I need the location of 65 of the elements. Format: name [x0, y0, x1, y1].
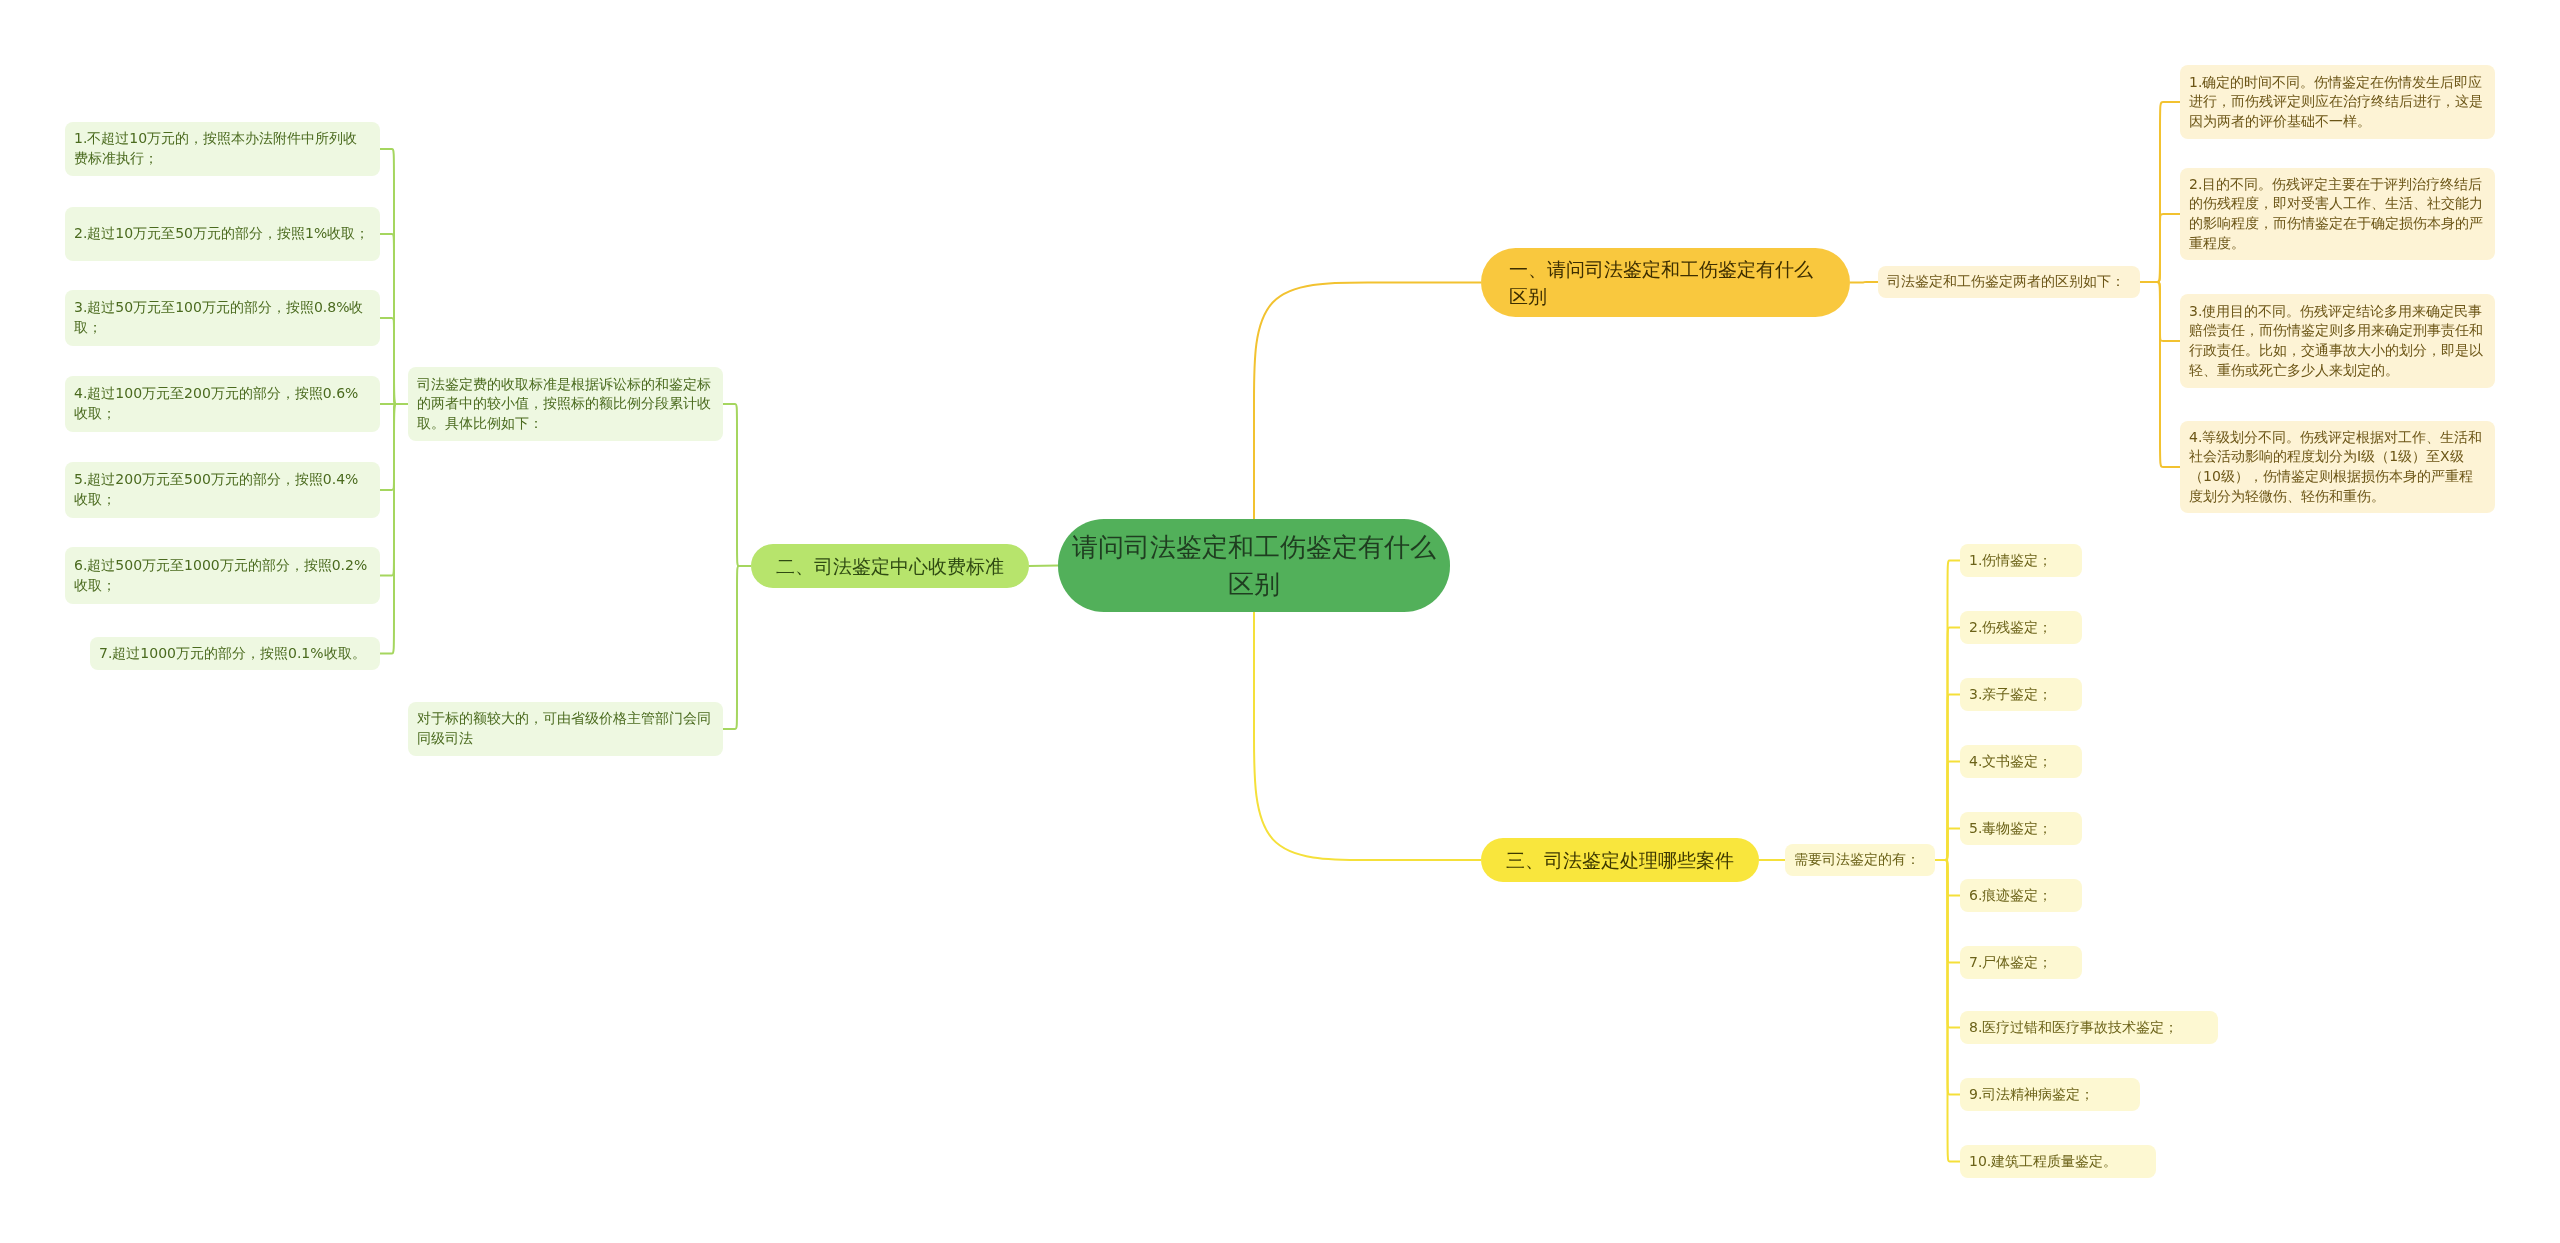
- topic-text: 3.亲子鉴定；: [1969, 684, 2053, 704]
- subtopic-box: [408, 367, 723, 441]
- subtopic-box: [2180, 65, 2495, 139]
- topic-text: 5.超过200万元至500万元的部分，按照0.4%收取；: [74, 470, 360, 509]
- subtopic-box: [1960, 745, 2082, 778]
- connector-line: [1028, 564, 1059, 567]
- topic-text: 10.建筑工程质量鉴定。: [1969, 1151, 2118, 1171]
- subtopic-box: [1960, 611, 2082, 644]
- branch-topic: [1481, 838, 1759, 882]
- topic-text: 3.超过50万元至100万元的部分，按照0.8%收取；: [74, 298, 365, 337]
- topic-text: 请问司法鉴定和工伤鉴定有什么区别: [1071, 531, 1437, 601]
- topic-text: 4.超过100万元至200万元的部分，按照0.6%收取；: [74, 384, 360, 423]
- connector-line: [2139, 281, 2181, 468]
- subtopic-box: [2180, 294, 2495, 388]
- subtopic-box: [65, 376, 380, 432]
- topic-text: 对于标的额较大的，可由省级价格主管部门会同同级司法: [417, 709, 712, 748]
- connector-line: [379, 403, 409, 655]
- connector-line: [1758, 859, 1786, 861]
- topic-text: 1.伤情鉴定；: [1969, 550, 2053, 570]
- subtopic-box: [1960, 678, 2082, 711]
- subtopic-box: [65, 547, 380, 604]
- topic-text: 2.目的不同。伤残评定主要在于评判治疗终结后的伤残程度，即对受害人工作、生活、社交能力的影响程度，而伤情鉴定在于确定损伤本身的严重程度。: [2189, 174, 2484, 253]
- subtopic-box: [65, 462, 380, 518]
- subtopic-box: [1960, 879, 2082, 912]
- subtopic-box: [65, 290, 380, 346]
- branch-topic: [751, 544, 1029, 588]
- subtopic-box: [1785, 844, 1935, 876]
- topic-text: 5.毒物鉴定；: [1969, 818, 2053, 838]
- topic-text: 2.伤残鉴定；: [1969, 617, 2053, 637]
- topic-text: 2.超过10万元至50万元的部分，按照1%收取；: [74, 224, 370, 244]
- subtopic-box: [2180, 421, 2495, 513]
- topic-text: 8.医疗过错和医疗事故技术鉴定；: [1969, 1017, 2179, 1037]
- connector-line: [1253, 281, 1482, 520]
- subtopic-box: [1960, 1078, 2140, 1111]
- subtopic-box: [90, 637, 380, 670]
- connector-line: [1849, 281, 1879, 284]
- subtopic-box: [65, 207, 380, 261]
- topic-text: 1.不超过10万元的，按照本办法附件中所列收费标准执行；: [74, 129, 359, 168]
- topic-text: 6.痕迹鉴定；: [1969, 885, 2053, 905]
- topic-text: 需要司法鉴定的有：: [1794, 850, 1920, 870]
- subtopic-box: [1878, 266, 2140, 298]
- topic-text: 三、司法鉴定处理哪些案件: [1506, 847, 1734, 873]
- topic-text: 3.使用目的不同。伤残评定结论多用来确定民事赔偿责任，而伤情鉴定则多用来确定刑事责任和行政责任。比如，交通事故大小的划分，即是以轻、重伤或死亡多少人来划定的。: [2189, 301, 2484, 380]
- subtopic-box: [65, 122, 380, 176]
- subtopic-box: [408, 702, 723, 756]
- topic-text: 9.司法精神病鉴定；: [1969, 1084, 2095, 1104]
- subtopic-box: [1960, 1145, 2156, 1178]
- connector-line: [1253, 611, 1482, 861]
- topic-text: 6.超过500万元至1000万元的部分，按照0.2%收取；: [74, 555, 369, 595]
- topic-text: 二、司法鉴定中心收费标准: [776, 553, 1004, 579]
- topic-text: 司法鉴定和工伤鉴定两者的区别如下：: [1887, 272, 2125, 292]
- subtopic-box: [1960, 946, 2082, 979]
- topic-text: 4.等级划分不同。伤残评定根据对工作、生活和社会活动影响的程度划分为I级（1级）至X级（10级），伤情鉴定则根据损伤本身的严重程度划分为轻微伤、轻伤和重伤。: [2189, 427, 2484, 506]
- connector-line: [722, 565, 752, 730]
- topic-text: 7.尸体鉴定；: [1969, 952, 2053, 972]
- topic-text: 4.文书鉴定；: [1969, 751, 2053, 771]
- subtopic-box: [2180, 168, 2495, 260]
- topic-text: 一、请问司法鉴定和工伤鉴定有什么区别: [1509, 256, 1814, 309]
- subtopic-box: [1960, 544, 2082, 577]
- connector-line: [1934, 859, 1961, 1163]
- subtopic-box: [1960, 1011, 2218, 1044]
- topic-text: 1.确定的时间不同。伤情鉴定在伤情发生后即应进行，而伤残评定则应在治疗终结后进行，这是因为两者的评价基础不一样。: [2189, 72, 2484, 131]
- topic-text: 7.超过1000万元的部分，按照0.1%收取。: [99, 643, 366, 663]
- topic-text: 司法鉴定费的收取标准是根据诉讼标的和鉴定标的两者中的较小值，按照标的额比例分段累计收取。具体比例如下：: [417, 374, 712, 433]
- subtopic-box: [1960, 812, 2082, 845]
